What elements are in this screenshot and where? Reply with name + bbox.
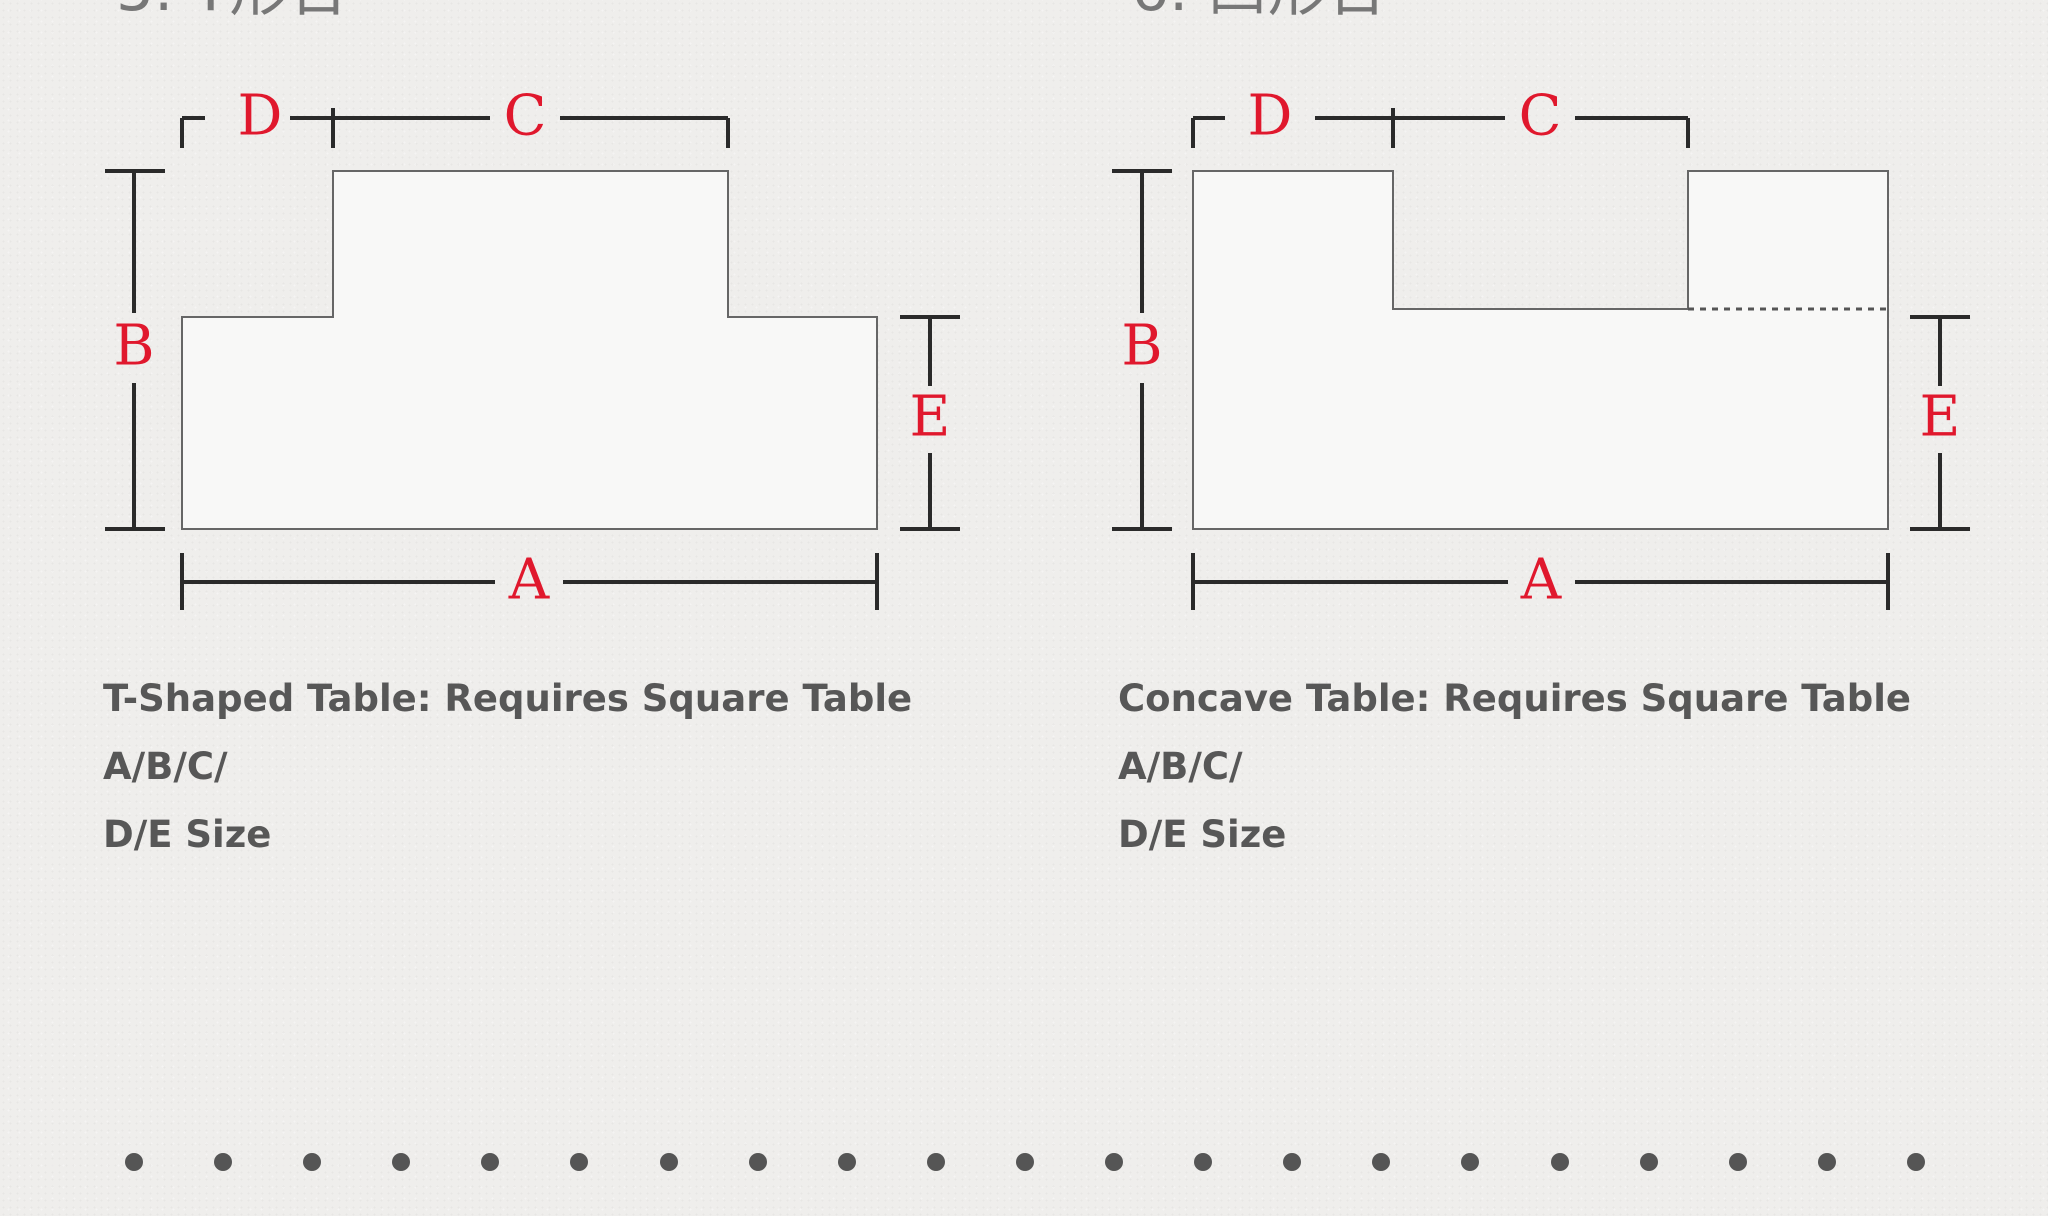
pagination-dot[interactable]	[481, 1153, 500, 1171]
caption-line: D/E Size	[103, 813, 272, 856]
pagination-dot[interactable]	[125, 1153, 143, 1171]
pagination-dot[interactable]	[214, 1153, 233, 1171]
pagination-dot[interactable]	[1817, 1153, 1836, 1171]
pagination-dot[interactable]	[659, 1153, 678, 1171]
pagination-dot[interactable]	[303, 1153, 322, 1171]
dimension-label-c: C	[504, 84, 547, 149]
caption-line: D/E Size	[1118, 813, 1287, 856]
pagination-dot[interactable]	[1194, 1153, 1213, 1171]
section-heading-t-shaped: 5. T形台	[116, 0, 349, 20]
caption-line: Concave Table: Requires Square Table A/B…	[1118, 677, 1911, 788]
pagination-dot[interactable]	[1372, 1153, 1391, 1171]
pagination-dot[interactable]	[1550, 1153, 1569, 1171]
dimension-label-a: A	[508, 548, 550, 613]
concave-table-diagram: D C B E	[1112, 78, 2035, 618]
pagination-dot[interactable]	[1639, 1153, 1658, 1171]
pagination-dot[interactable]	[1728, 1153, 1747, 1171]
dimension-label-d: D	[238, 84, 283, 149]
dimension-label-c: C	[1519, 84, 1562, 149]
caption-line: T-Shaped Table: Requires Square Table A/…	[103, 677, 913, 788]
t-shaped-table-diagram: D C B E	[100, 78, 1020, 618]
dimension-label-b: B	[113, 314, 154, 379]
dimension-label-d: D	[1248, 84, 1293, 149]
t-shaped-table-caption: T-Shaped Table: Requires Square Table A/…	[103, 665, 1023, 869]
pagination-dot[interactable]	[748, 1153, 767, 1171]
pagination-dot[interactable]	[1015, 1153, 1034, 1171]
pagination-dot[interactable]	[1283, 1153, 1302, 1171]
pagination-dot[interactable]	[1461, 1153, 1480, 1171]
dimension-label-b: B	[1121, 314, 1162, 379]
concave-table-outline	[1192, 170, 1889, 530]
pagination-dots	[125, 1153, 1925, 1173]
pagination-dot[interactable]	[1105, 1153, 1124, 1171]
t-shaped-table-outline	[181, 170, 878, 530]
pagination-dot[interactable]	[392, 1153, 411, 1171]
dimension-label-e: E	[1920, 385, 1961, 450]
concave-table-caption: Concave Table: Requires Square Table A/B…	[1118, 665, 2038, 869]
pagination-dot[interactable]	[570, 1153, 589, 1171]
pagination-dot[interactable]	[1906, 1153, 1925, 1171]
pagination-dot[interactable]	[837, 1153, 856, 1171]
section-heading-concave: 6. 凹形台	[1131, 0, 1387, 20]
dimension-label-a: A	[1520, 548, 1562, 613]
dimension-label-e: E	[910, 385, 951, 450]
pagination-dot[interactable]	[926, 1153, 945, 1171]
